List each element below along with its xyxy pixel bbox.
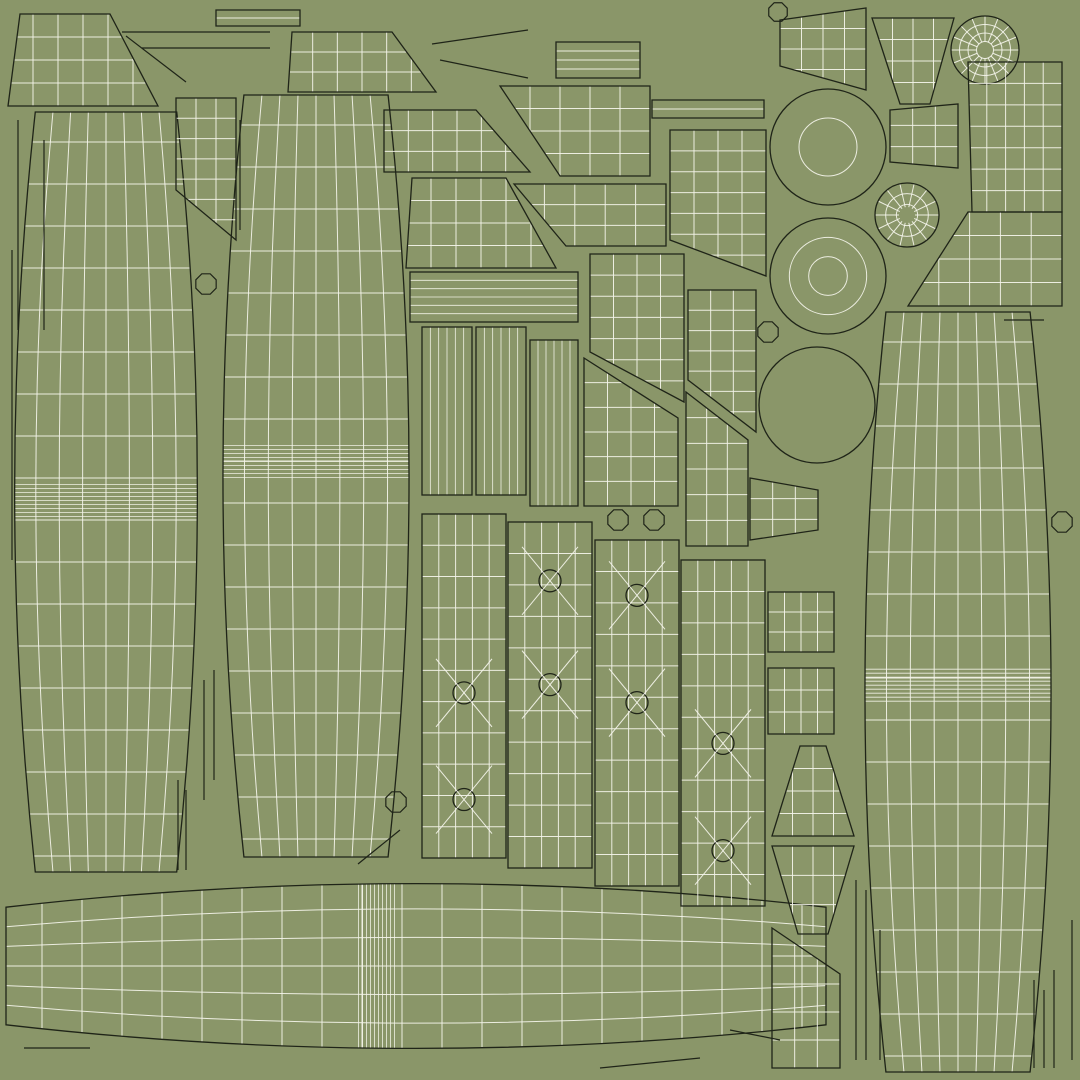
wing-10	[583, 356, 679, 507]
strip-3	[529, 339, 579, 507]
wing-19	[767, 667, 835, 735]
wing-1	[7, 13, 160, 107]
wing-12	[685, 390, 749, 547]
small-pieces	[11, 2, 1073, 1069]
wing-24	[215, 9, 301, 27]
cap-5	[758, 346, 876, 464]
hull-panel-bottom	[5, 882, 827, 1050]
wing-16	[871, 17, 955, 105]
grid-plate-2	[507, 521, 593, 869]
small-2	[11, 120, 1073, 1068]
small-1	[195, 2, 1073, 813]
wing-3	[383, 109, 532, 173]
strip-2	[475, 326, 527, 496]
grid-plate-1	[421, 513, 507, 859]
grid-plate-3	[594, 539, 680, 887]
hull-panels	[5, 94, 1052, 1073]
strip-1	[421, 326, 473, 496]
cap-2	[874, 182, 940, 248]
wing-9	[589, 253, 685, 404]
wing-13	[906, 211, 1063, 307]
strip-horizontal	[409, 271, 579, 323]
cap-4	[769, 217, 887, 335]
wing-fragments	[7, 7, 1063, 1069]
wing-15	[779, 7, 867, 91]
hull-panel-center	[222, 94, 410, 858]
wing-21	[771, 845, 855, 935]
wing-25	[555, 41, 641, 79]
small-3	[24, 29, 1044, 1069]
wing-11	[687, 289, 757, 434]
wing-18	[767, 591, 835, 653]
wing-2	[287, 31, 438, 93]
wing-23	[749, 477, 819, 541]
wing-6	[512, 183, 667, 247]
hull-panel-right	[864, 311, 1052, 1073]
grid-plates	[421, 513, 766, 907]
cap-1	[950, 15, 1020, 85]
striped-strips	[409, 271, 579, 507]
hull-panel-left	[13, 111, 199, 873]
circular-caps	[758, 15, 1020, 464]
wing-4	[405, 177, 558, 269]
wing-20	[771, 745, 855, 837]
wing-22	[771, 926, 841, 1069]
wing-26	[651, 99, 765, 119]
wing-17	[889, 103, 959, 169]
wing-14	[175, 97, 237, 242]
grid-plate-4	[680, 559, 766, 907]
cap-3	[769, 88, 887, 206]
